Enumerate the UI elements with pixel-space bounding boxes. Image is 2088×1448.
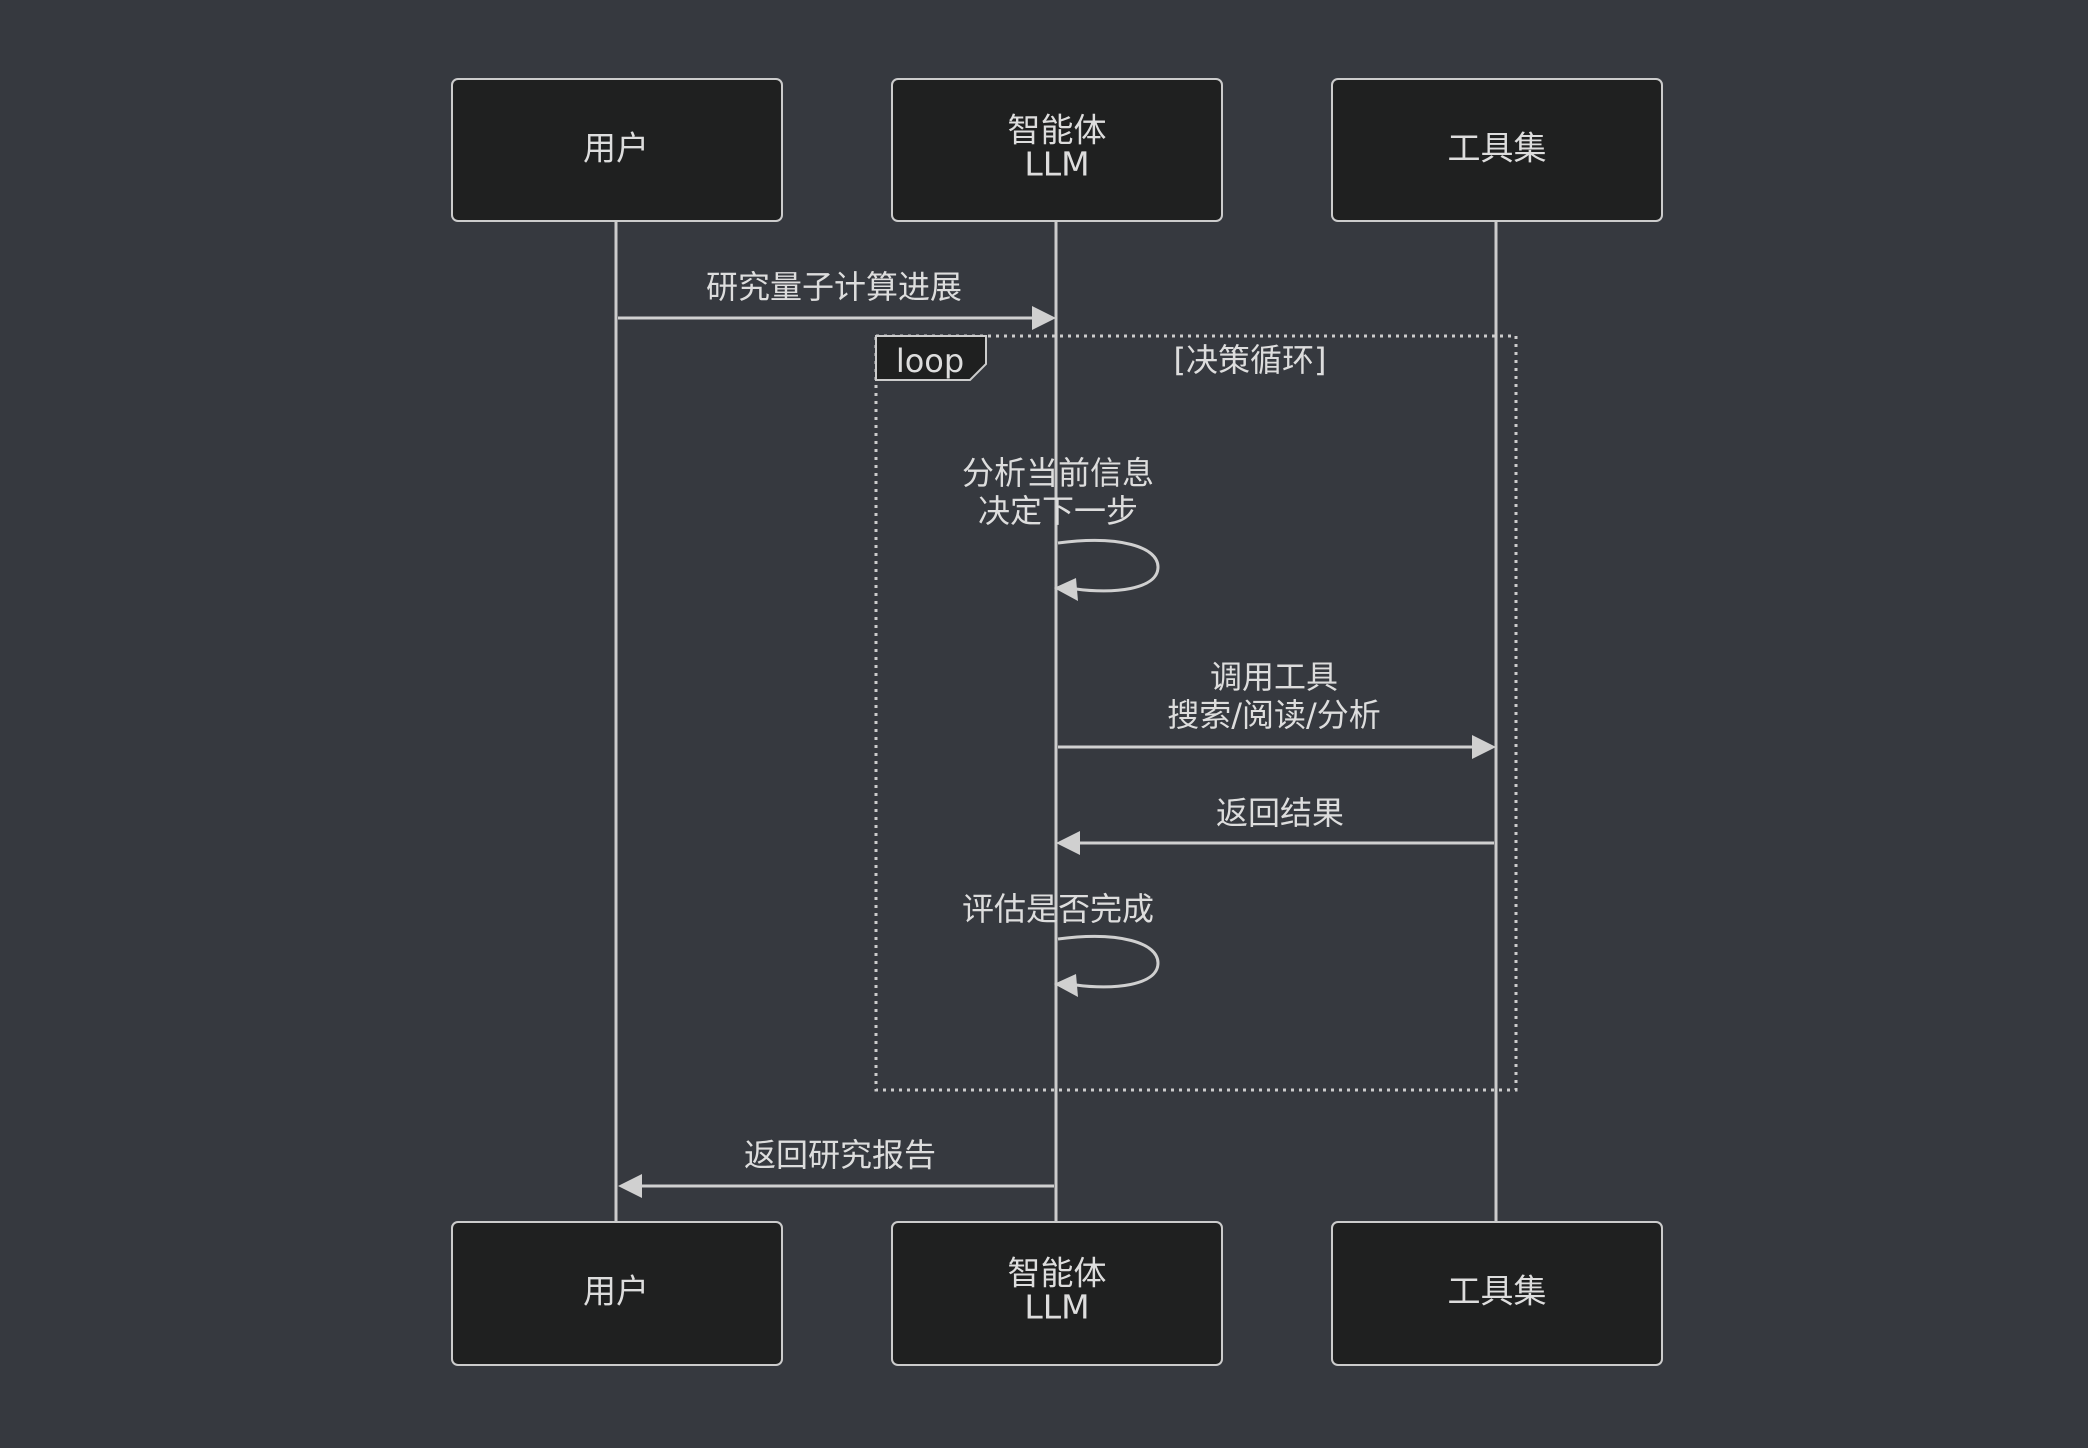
arrowhead-icon [1054,578,1078,601]
actor-box[interactable] [451,78,783,222]
actor-label: 智能体 [1008,1254,1107,1293]
actor-agent-bottom[interactable]: 智能体 LLM [891,1221,1223,1366]
actor-user-top[interactable]: 用户 [451,78,783,222]
arrowhead-icon [1032,306,1056,330]
arrowhead-icon [618,1174,642,1198]
actor-label: 用户 [583,1272,649,1311]
arrowhead-icon [1056,831,1080,855]
actor-box[interactable] [1331,1221,1663,1366]
actor-tools-bottom[interactable]: 工具集 [1331,1221,1663,1366]
actor-label: 智能体 [1008,111,1107,150]
message-return-report: 返回研究报告 [618,1136,1054,1198]
message-self-evaluate: 评估是否完成 [962,890,1160,997]
message-label: 评估是否完成 [962,890,1154,928]
message-label: 返回研究报告 [744,1136,936,1174]
message-research-request: 研究量子计算进展 [618,268,1056,330]
actor-box[interactable] [891,1221,1223,1366]
message-label: 调用工具 [1210,658,1338,696]
message-label: 分析当前信息 [962,454,1154,492]
message-label-line2: 搜索/阅读/分析 [1167,696,1381,734]
message-self-analyze: 分析当前信息 决定下一步 [962,454,1160,601]
loop-label-tab [875,335,987,381]
loop-frame-border [874,334,1518,1092]
actor-agent-top[interactable]: 智能体 LLM [891,78,1223,222]
arrowhead-icon [1472,735,1496,759]
message-label-line2: 决定下一步 [978,492,1138,530]
actor-box[interactable] [451,1221,783,1366]
arrowhead-icon [1054,974,1078,997]
actor-label: 工具集 [1448,1272,1547,1311]
actor-user-bottom[interactable]: 用户 [451,1221,783,1366]
message-call-tools: 调用工具 搜索/阅读/分析 [1058,658,1496,759]
message-label: 返回结果 [1216,794,1344,832]
actor-label-line2: LLM [1024,1288,1089,1327]
actor-label: 工具集 [1448,129,1547,168]
actor-label: 用户 [583,129,649,168]
loop-label: loop [896,342,964,380]
message-return-results: 返回结果 [1056,794,1494,855]
self-loop-arrow [1057,539,1160,593]
actor-tools-top[interactable]: 工具集 [1331,78,1663,222]
actor-box[interactable] [1331,78,1663,222]
self-loop-arrow [1057,935,1160,989]
actor-label-line2: LLM [1024,145,1089,184]
loop-condition: [决策循环] [1174,341,1327,379]
message-label: 研究量子计算进展 [706,268,962,306]
loop-frame: loop [决策循环] [874,334,1518,1092]
actor-box[interactable] [891,78,1223,222]
